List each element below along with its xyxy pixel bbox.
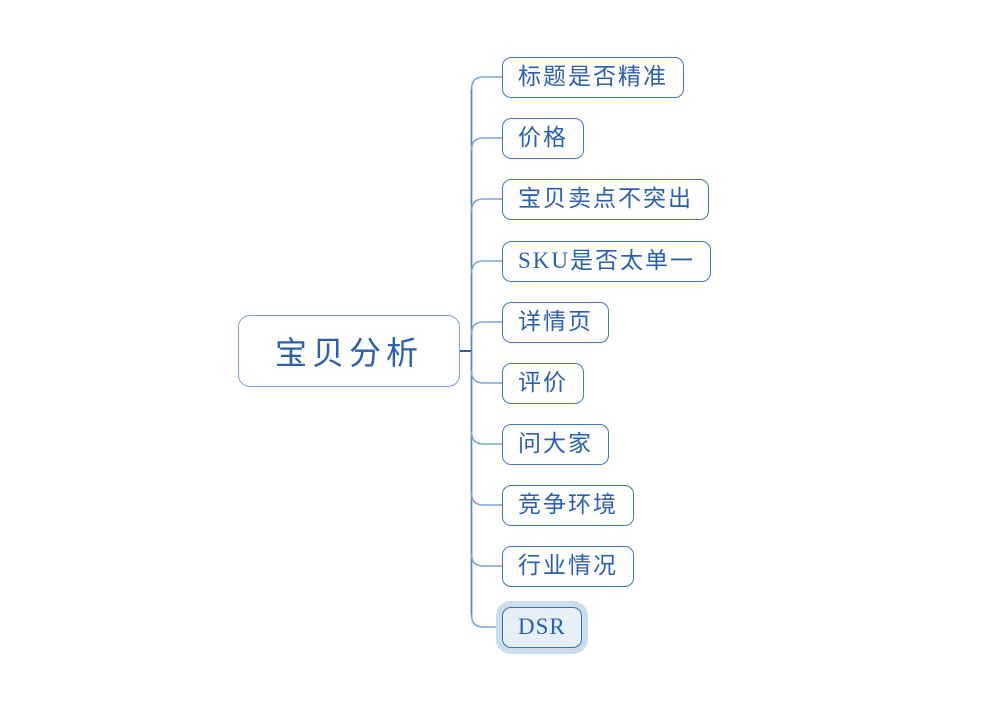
branch-connector [470, 614, 498, 628]
branch-connector [470, 76, 503, 90]
subtopic-node[interactable]: 行业情况 [502, 545, 634, 587]
branch-connector [470, 321, 503, 335]
branch-connector [470, 370, 503, 384]
branch-connector [470, 260, 503, 274]
subtopic-node[interactable]: 评价 [502, 362, 584, 404]
subtopic-node[interactable]: 价格 [502, 117, 584, 159]
branch-connector [470, 431, 503, 445]
subtopic-node[interactable]: 详情页 [502, 301, 609, 343]
root-topic-node[interactable]: 宝贝分析 [238, 315, 460, 387]
branch-connector [470, 553, 503, 567]
branch-connector [470, 198, 503, 212]
subtopic-node[interactable]: 标题是否精准 [502, 56, 684, 98]
branch-connector [470, 492, 503, 506]
branch-connector [470, 137, 503, 151]
subtopic-node[interactable]: SKU是否太单一 [502, 240, 712, 282]
subtopic-node-selected[interactable]: DSR [502, 606, 582, 648]
subtopic-node[interactable]: 竞争环境 [502, 484, 634, 526]
subtopic-node[interactable]: 问大家 [502, 423, 609, 465]
subtopic-node[interactable]: 宝贝卖点不突出 [502, 178, 709, 220]
